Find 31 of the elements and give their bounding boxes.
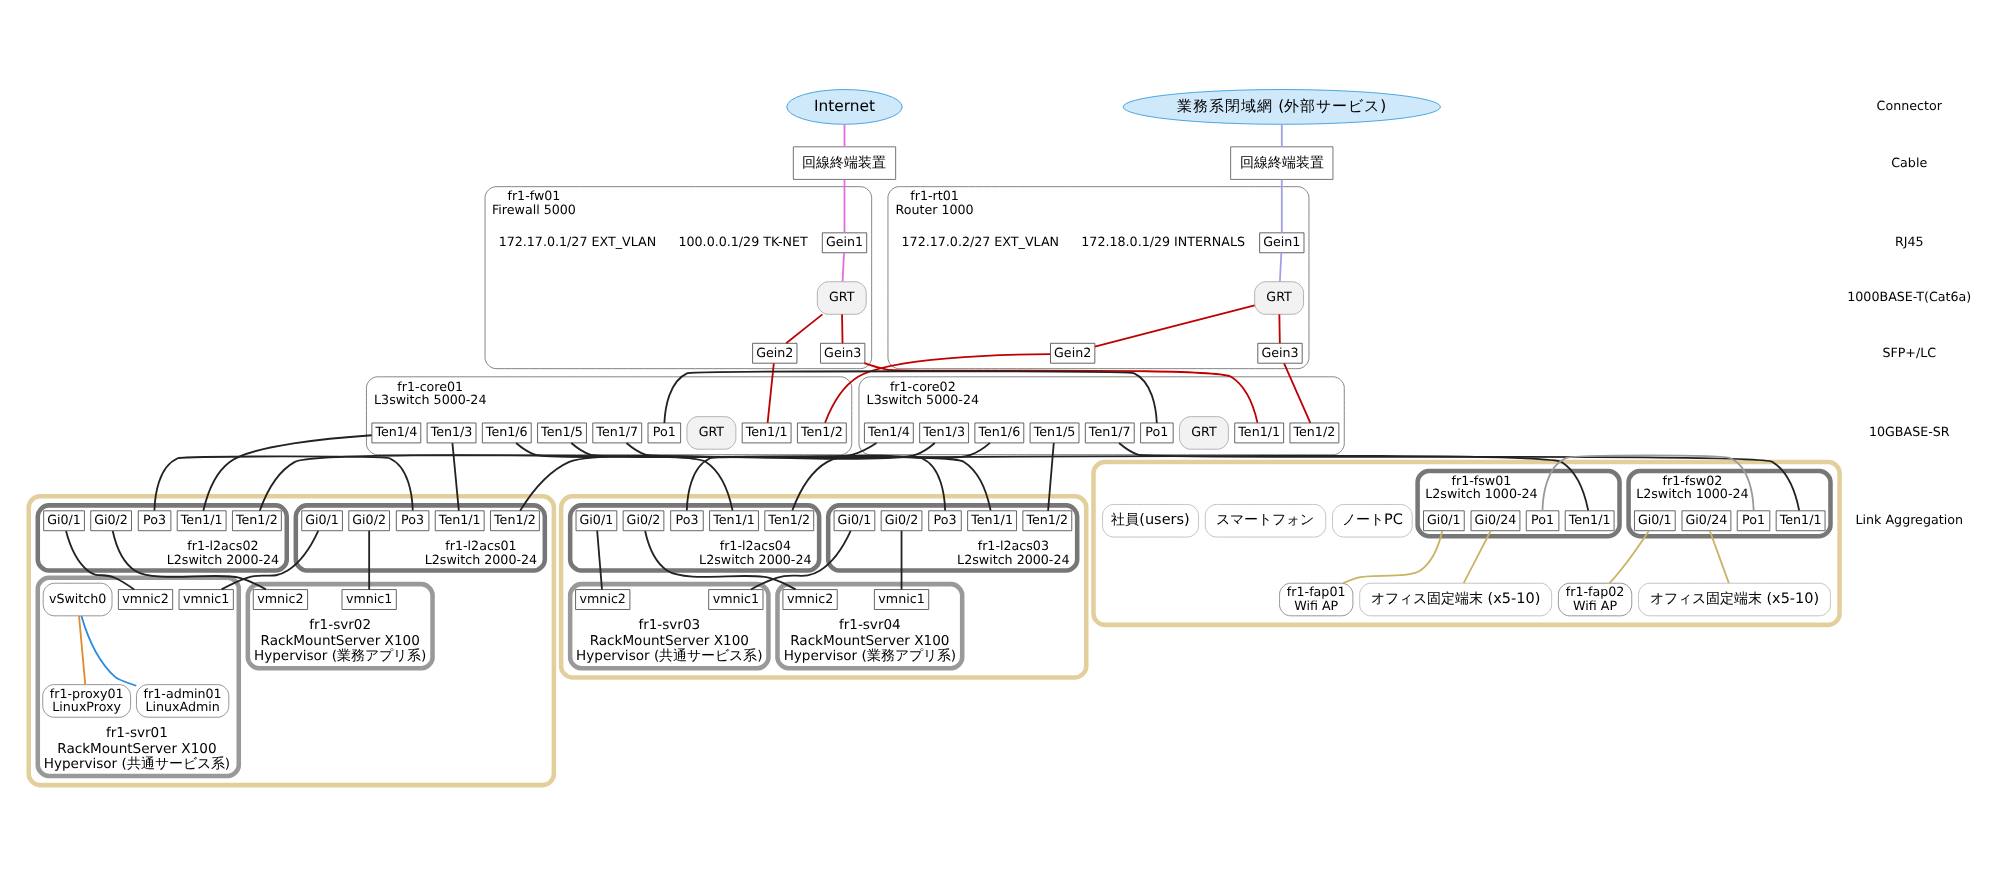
connector [1279,251,1283,283]
connector [1342,530,1444,584]
connector [78,615,87,686]
connector [1280,178,1283,234]
connector [843,123,846,148]
cluster [1091,459,1842,628]
connector [1462,529,1492,585]
connector [1541,454,1755,512]
connector [841,313,844,345]
connector [824,353,1052,424]
connector [1608,530,1650,585]
connector [1278,313,1281,345]
connector [1283,362,1312,424]
connector [843,178,846,234]
connector [685,455,947,512]
connector [1280,123,1283,148]
connector [766,362,775,424]
connector [258,442,878,512]
connector [368,529,371,591]
connector [519,442,936,512]
connector [841,251,845,283]
cluster [26,494,557,788]
connector [1094,304,1256,348]
connector [663,370,1158,424]
connector [1708,529,1730,585]
connector [153,455,414,512]
connector [80,615,138,687]
connector [900,529,903,591]
connector [785,313,824,345]
cluster [558,494,1089,680]
connector [791,442,991,512]
